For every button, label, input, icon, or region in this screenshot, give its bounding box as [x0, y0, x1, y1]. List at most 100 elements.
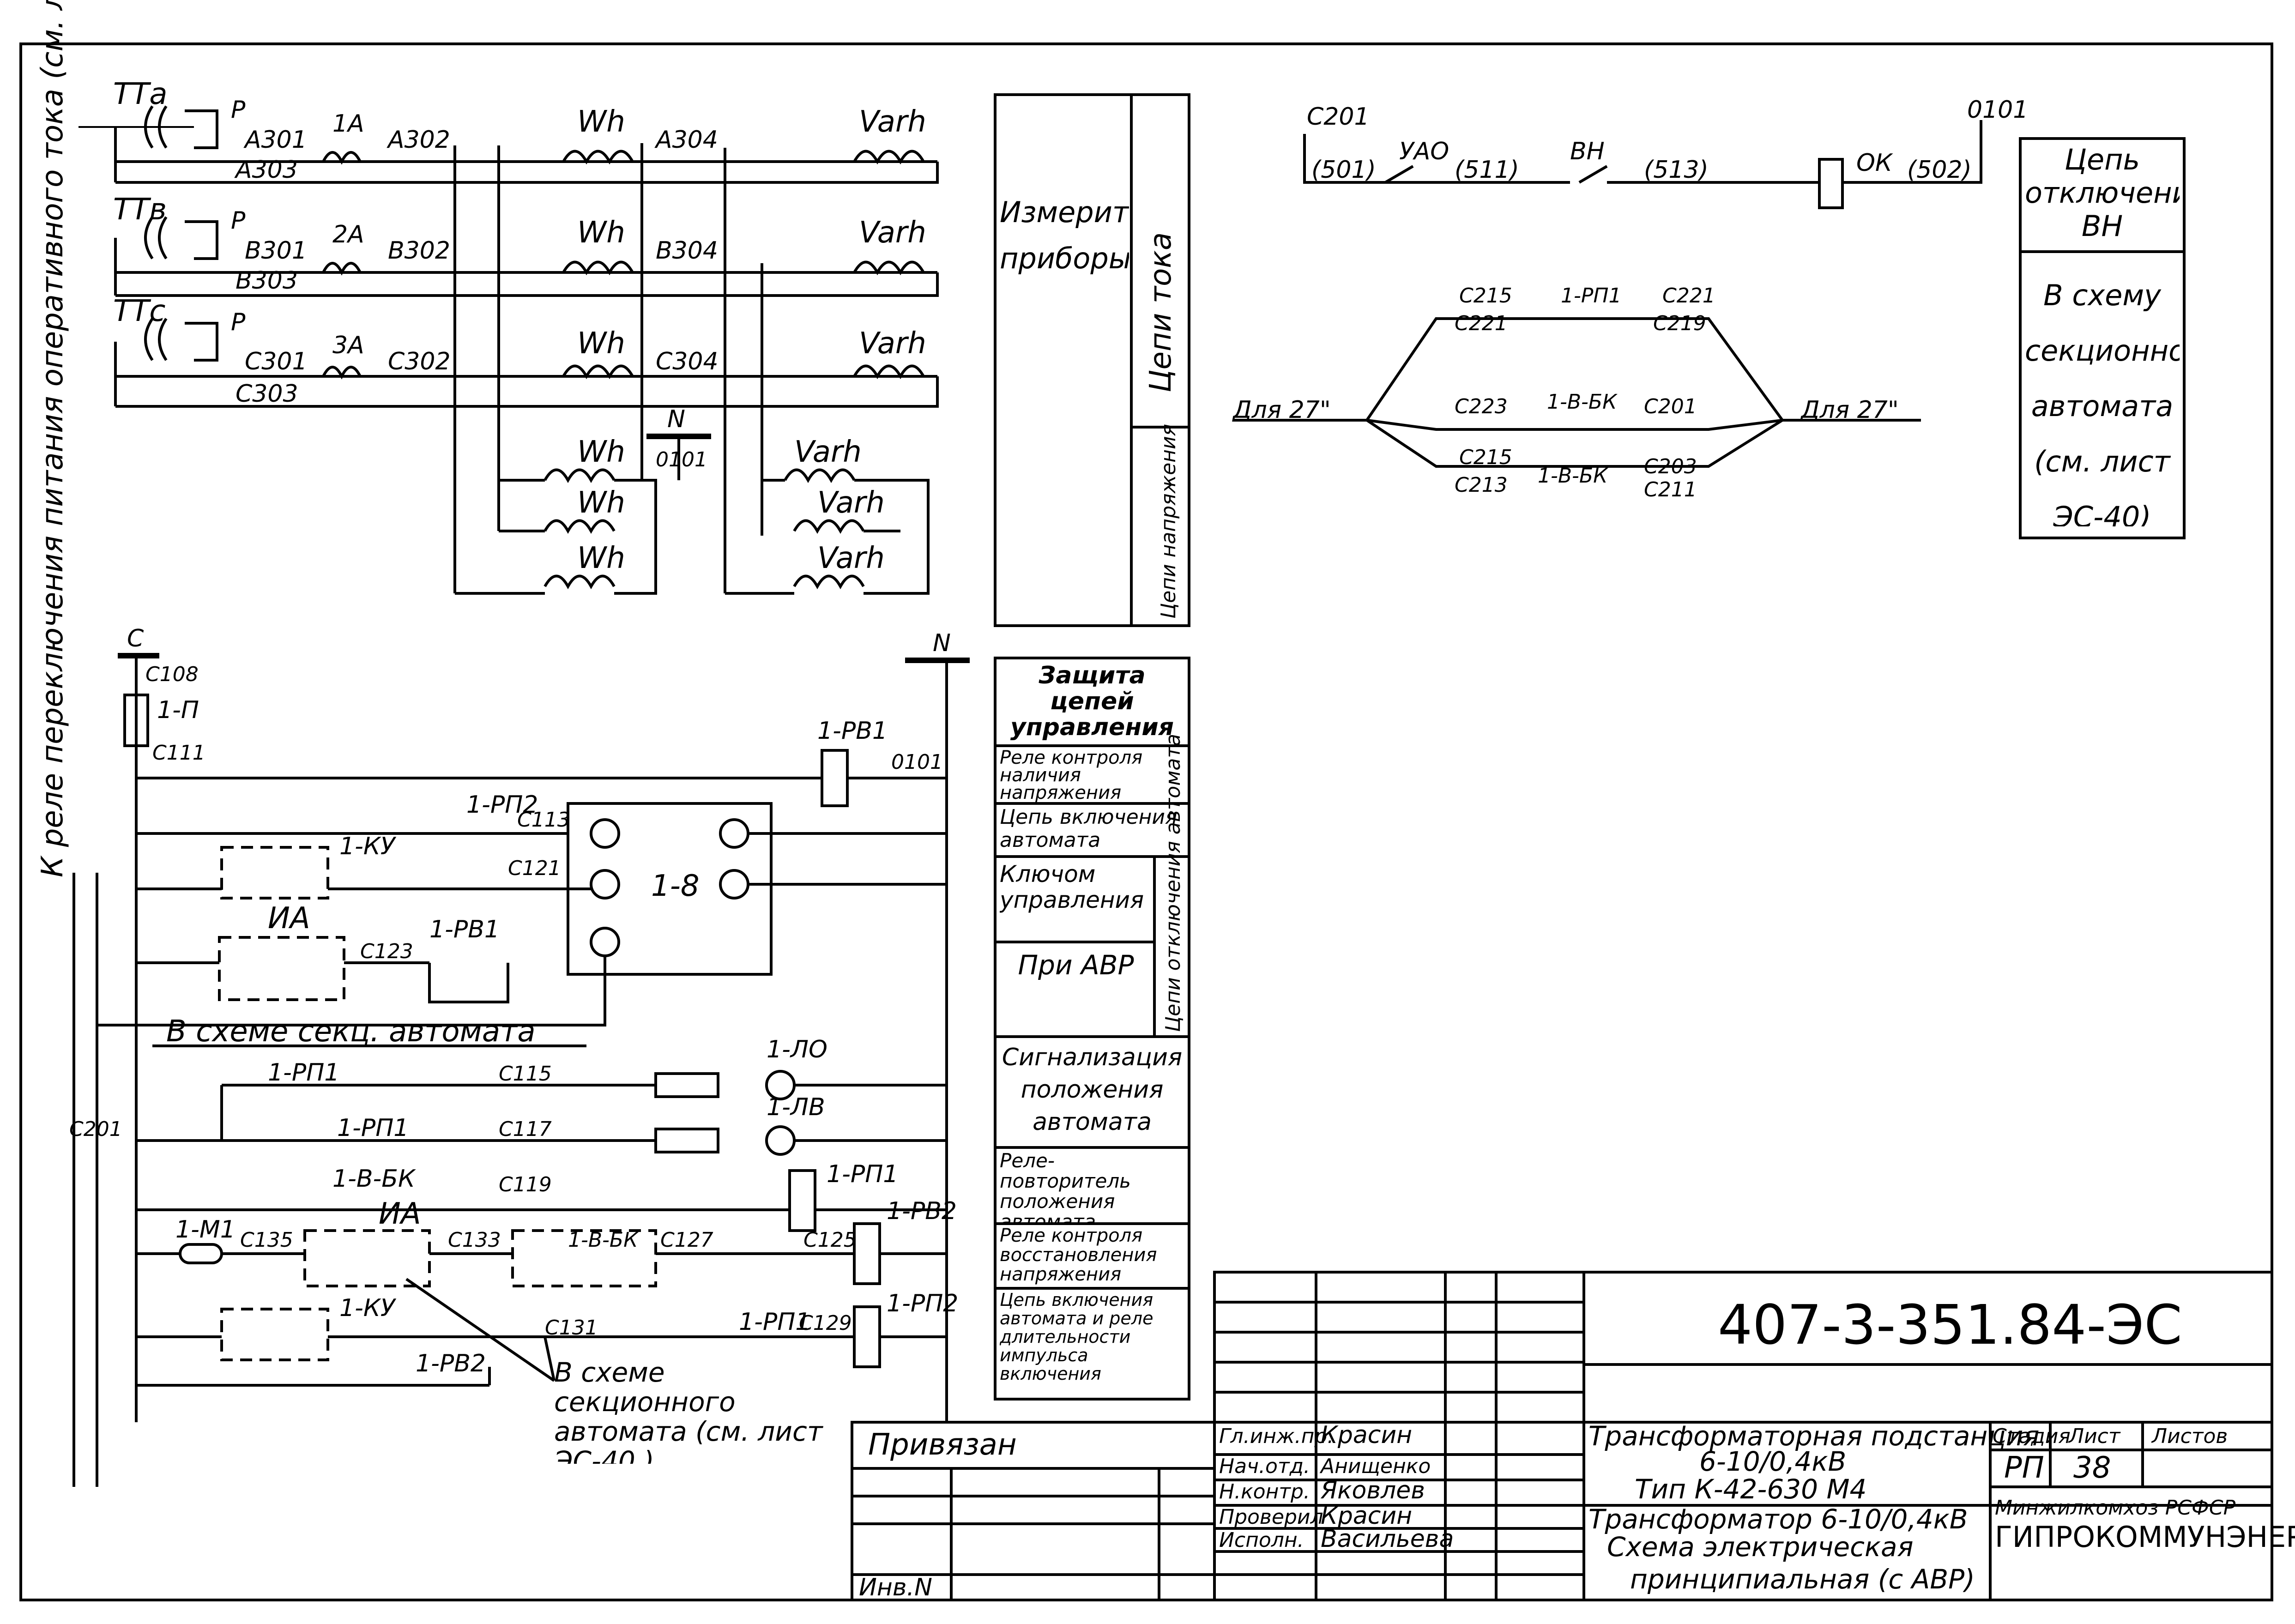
sig-name-4: Васильева — [1321, 1525, 1454, 1553]
ttb-label: ТТв — [113, 193, 167, 227]
legend-current: Цепи тока — [1144, 232, 1178, 392]
legend-instruments: Измерительные приборы — [1000, 195, 1129, 275]
svg-text:С133: С133 — [448, 1228, 501, 1252]
svg-text:N: N — [933, 629, 951, 657]
svg-text:Varh: Varh — [859, 105, 926, 139]
svg-text:С113: С113 — [517, 808, 570, 832]
svg-text:С125: С125 — [803, 1228, 857, 1252]
svg-text:В301: В301 — [245, 237, 307, 265]
svg-text:1-8: 1-8 — [651, 869, 700, 903]
sig-role-4: Исполн. — [1219, 1528, 1304, 1552]
svg-text:С111: С111 — [152, 741, 205, 765]
svg-text:1-РП1: 1-РП1 — [827, 1160, 898, 1188]
org-2: ГИПРОКОММУНЭНЕРГО — [1995, 1520, 2295, 1554]
sig-name-0: Красин — [1321, 1421, 1412, 1449]
svg-text:С201: С201 — [69, 1117, 122, 1141]
section-box-label: В схему секционного автомата (см. лист Э… — [2025, 278, 2180, 526]
svg-text:С203: С203 — [1644, 455, 1697, 478]
svg-text:1-РП1: 1-РП1 — [268, 1059, 339, 1087]
sig-name-3: Красин — [1321, 1502, 1412, 1530]
svg-text:С302: С302 — [388, 348, 451, 375]
svg-text:Varh: Varh — [859, 326, 926, 361]
sheet-label: Лист — [2068, 1425, 2121, 1448]
svg-text:С215: С215 — [1459, 446, 1512, 469]
svg-text:0101: 0101 — [656, 448, 707, 471]
svg-text:Varh: Varh — [859, 216, 926, 250]
svg-text:1-ЛВ: 1-ЛВ — [767, 1093, 825, 1121]
svg-text:1-КУ: 1-КУ — [339, 1294, 397, 1322]
svg-text:С127: С127 — [660, 1228, 713, 1252]
svg-text:1-РВ2: 1-РВ2 — [887, 1197, 957, 1225]
svg-text:(501): (501) — [1311, 156, 1376, 184]
control-circuit: К реле переключения питания оперативного… — [36, 0, 970, 1487]
legend-top: Измерительные приборы Цепи тока Цепи нап… — [994, 93, 1190, 627]
svg-text:В302: В302 — [388, 237, 450, 265]
svg-text:3А: 3А — [332, 332, 364, 359]
project-title-1: Трансформаторная подстанция — [1588, 1420, 2039, 1452]
svg-text:С301: С301 — [245, 348, 308, 375]
svg-text:С201: С201 — [1644, 395, 1697, 418]
sig-role-3: Проверил — [1219, 1505, 1323, 1529]
svg-text:ИА: ИА — [379, 1197, 421, 1231]
svg-text:В304: В304 — [656, 237, 718, 265]
svg-text:С223: С223 — [1455, 395, 1508, 418]
svg-text:УАО: УАО — [1399, 138, 1449, 165]
svg-text:1-РВ2: 1-РВ2 — [416, 1350, 486, 1377]
svg-text:С117: С117 — [499, 1117, 552, 1141]
sig-name-1: Анищенко — [1319, 1455, 1431, 1478]
svg-text:Р: Р — [231, 96, 246, 124]
svg-text:2А: 2А — [332, 221, 364, 248]
svg-text:1-РП1: 1-РП1 — [739, 1308, 810, 1336]
svg-text:1-В-БК: 1-В-БК — [1547, 390, 1618, 414]
svg-text:С135: С135 — [240, 1228, 293, 1252]
sheet-title-2: Схема электрическая — [1607, 1531, 1913, 1563]
stage-label: Стадия — [1993, 1425, 2071, 1448]
svg-text:А304: А304 — [654, 126, 718, 154]
stage-value: РП — [2004, 1451, 2044, 1485]
sig-role-2: Н.контр. — [1219, 1480, 1310, 1503]
tta-label: ТТа — [113, 77, 167, 111]
svg-text:С304: С304 — [656, 348, 719, 375]
svg-text:1-РВ1: 1-РВ1 — [429, 916, 500, 943]
svg-text:1-В-БК: 1-В-БК — [568, 1228, 639, 1252]
svg-text:С123: С123 — [360, 940, 413, 963]
svg-text:Wh: Wh — [577, 216, 625, 250]
svg-text:Wh: Wh — [577, 541, 625, 575]
bound-label: Привязан — [868, 1428, 1017, 1462]
svg-text:С213: С213 — [1455, 473, 1508, 497]
sig-role-0: Гл.инж.пр. — [1219, 1425, 1334, 1448]
a301-label: А301 — [243, 126, 307, 154]
svg-text:Varh: Varh — [817, 486, 885, 520]
svg-text:С: С — [127, 625, 144, 652]
svg-text:С108: С108 — [145, 663, 199, 686]
svg-text:С115: С115 — [499, 1062, 552, 1086]
svg-text:С119: С119 — [499, 1173, 552, 1196]
svg-text:С219: С219 — [1653, 312, 1706, 335]
svg-text:N: N — [667, 405, 685, 433]
svg-text:1-РП2: 1-РП2 — [466, 791, 538, 819]
svg-text:ОК: ОК — [1856, 149, 1893, 177]
sheets-label: Листов — [2151, 1425, 2228, 1448]
svg-text:С121: С121 — [508, 857, 561, 880]
ttc-label: ТТс — [113, 294, 165, 328]
svg-text:А302: А302 — [387, 126, 450, 154]
sec-auto2-label: В схеме секционного автомата (см. лист Э… — [554, 1358, 823, 1464]
sec-auto-label: В схеме секц. автомата — [166, 1014, 536, 1049]
project-title-2: 6-10/0,4кВ — [1699, 1446, 1846, 1477]
inv-label: Инв.N — [859, 1574, 932, 1601]
legend-voltage: Цепи напряжения — [1157, 424, 1180, 619]
sheet-value: 38 — [2073, 1451, 2111, 1485]
svg-text:ИА: ИА — [268, 901, 310, 936]
svg-text:1-В-БК: 1-В-БК — [332, 1165, 416, 1193]
svg-text:Wh: Wh — [577, 486, 625, 520]
svg-text:1-РП1: 1-РП1 — [1561, 284, 1621, 308]
svg-text:С303: С303 — [236, 380, 298, 408]
svg-text:1-РВ1: 1-РВ1 — [817, 717, 888, 745]
sig-role-1: Нач.отд. — [1219, 1455, 1310, 1478]
org-1: Минжилкомхоз РСФСР — [1995, 1496, 2236, 1520]
svg-text:1-КУ: 1-КУ — [339, 833, 397, 860]
svg-text:Для 27": Для 27" — [1800, 396, 1899, 424]
current-circuits: ТТа Р А301 А303 1А А302 Wh А304 Varh ТТв… — [79, 77, 939, 595]
svg-text:1А: 1А — [332, 110, 364, 138]
